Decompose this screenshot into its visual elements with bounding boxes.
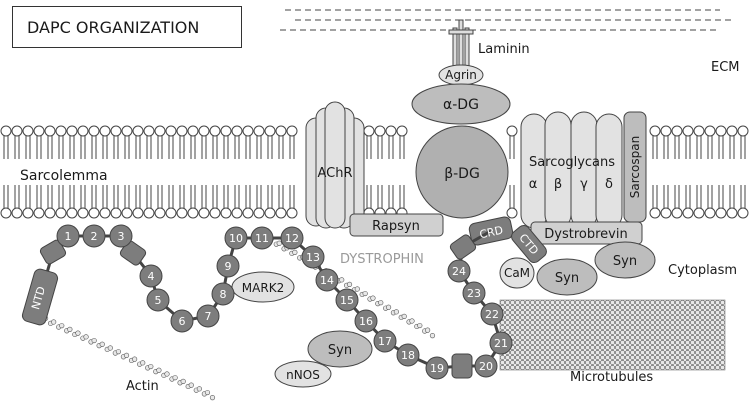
- laminin-stalk: [448, 19, 474, 67]
- spectrin-repeat-3: 3: [109, 224, 133, 248]
- microtubules: [499, 299, 726, 371]
- ntd-domain: [21, 268, 59, 326]
- sarcoglycans-label: Sarcoglycans: [529, 155, 615, 170]
- sg-beta-label: β: [554, 177, 562, 192]
- spectrin-repeat-17: 17: [373, 329, 397, 353]
- sarcolemma-label: Sarcolemma: [20, 168, 108, 184]
- spectrin-repeat-label: 24: [452, 265, 466, 278]
- cam: [499, 257, 535, 289]
- spectrin-repeat-label: 20: [479, 360, 493, 373]
- ecm-lines: [280, 9, 735, 31]
- spectrin-repeat-13: 13: [301, 245, 325, 269]
- spectrin-repeat-label: 3: [118, 230, 125, 243]
- spectrin-repeat-15: 15: [335, 288, 359, 312]
- spectrin-repeat-label: 11: [255, 232, 269, 245]
- agrin-label: Agrin: [445, 68, 477, 82]
- spectrin-repeat-18: 18: [396, 343, 420, 367]
- diagram-title: DAPC ORGANIZATION: [27, 17, 200, 37]
- spectrin-repeat-24: 24: [447, 259, 471, 283]
- ntd-label: NTD: [29, 285, 48, 311]
- spectrin-repeat-label: 8: [220, 288, 227, 301]
- syn-label-nnos: Syn: [328, 343, 352, 358]
- spectrin-repeat-label: 10: [229, 232, 243, 245]
- spectrin-repeat-2: 2: [82, 224, 106, 248]
- rapsyn-label: Rapsyn: [372, 219, 420, 234]
- cam-label: CaM: [504, 266, 530, 280]
- hinge-1: [39, 239, 67, 265]
- spectrin-repeat-8: 8: [211, 282, 235, 306]
- title-box: DAPC ORGANIZATION: [12, 6, 242, 48]
- spectrin-repeat-16: 16: [354, 309, 378, 333]
- spectrin-repeat-label: 7: [205, 310, 212, 323]
- spectrin-repeat-23: 23: [462, 281, 486, 305]
- spectrin-repeat-5: 5: [146, 288, 170, 312]
- spectrin-repeat-label: 4: [148, 270, 155, 283]
- actin-label: Actin: [126, 379, 159, 394]
- beta-dg: [415, 125, 509, 219]
- spectrin-repeat-9: 9: [216, 254, 240, 278]
- spectrin-repeat-22: 22: [480, 302, 504, 326]
- syn-label-dystrobrevin: Syn: [613, 254, 637, 269]
- spectrin-repeat-label: 16: [359, 315, 373, 328]
- spectrin-repeat-label: 15: [340, 294, 354, 307]
- sg-delta-label: δ: [605, 177, 613, 192]
- spectrin-repeat-label: 17: [378, 335, 392, 348]
- achr-label: AChR: [317, 166, 352, 181]
- syn-near-dystrobrevin: [594, 241, 656, 279]
- spectrin-repeat-14: 14: [315, 268, 339, 292]
- spectrin-repeat-label: 13: [306, 251, 320, 264]
- spectrin-repeat-label: 21: [494, 337, 508, 350]
- spectrin-repeat-21: 21: [489, 331, 513, 355]
- spectrin-repeat-label: 5: [155, 294, 162, 307]
- spectrin-repeat-10: 10: [224, 226, 248, 250]
- hinge-4: [451, 353, 473, 379]
- sg-alpha-label: α: [529, 177, 538, 192]
- ctd-domain: [511, 224, 547, 264]
- spectrin-repeat-label: 1: [65, 230, 72, 243]
- spectrin-repeat-11: 11: [250, 226, 274, 250]
- mark2-label: MARK2: [242, 281, 284, 295]
- alpha-dg-label: α-DG: [443, 97, 479, 113]
- spectrin-repeat-label: 18: [401, 349, 415, 362]
- spectrin-repeat-7: 7: [196, 304, 220, 328]
- nnos: [274, 360, 332, 388]
- syn-label-ctd: Syn: [555, 271, 579, 286]
- spectrin-repeat-12: 12: [280, 226, 304, 250]
- labels: Laminin Agrin ECM α-DG β-DG AChR Sarcole…: [20, 42, 740, 394]
- achr: [305, 101, 365, 229]
- crd-label: CRD: [478, 224, 504, 242]
- syn-near-nnos: [307, 330, 373, 368]
- spectrin-repeat-label: 19: [430, 362, 444, 375]
- spectrin-repeat-label: 23: [467, 287, 481, 300]
- spectrin-repeat-19: 19: [425, 356, 449, 380]
- beta-dg-label: β-DG: [444, 166, 480, 182]
- spectrin-repeat-6: 6: [170, 309, 194, 333]
- cytoplasm-label: Cytoplasm: [668, 263, 737, 278]
- spectrin-repeat-label: 2: [91, 230, 98, 243]
- sg-gamma-label: γ: [580, 177, 588, 192]
- spectrin-repeat-1: 1: [56, 224, 80, 248]
- syn-near-ctd: [536, 258, 598, 296]
- rapsyn: [349, 213, 444, 237]
- spectrin-repeat-20: 20: [474, 354, 498, 378]
- dystrophin-label: DYSTROPHIN: [340, 252, 424, 267]
- sarcospan-label: Sarcospan: [628, 136, 642, 198]
- spectrin-repeat-label: 22: [485, 308, 499, 321]
- spectrin-repeat-label: 14: [320, 274, 334, 287]
- spectrin-repeat-label: 6: [179, 315, 186, 328]
- dystrophin-blocks: [21, 234, 477, 379]
- dystrobrevin-label: Dystrobrevin: [544, 227, 627, 242]
- hinge-3: [449, 234, 477, 260]
- spectrin-repeat-label: 9: [225, 260, 232, 273]
- ecm-label: ECM: [711, 60, 740, 75]
- alpha-dg: [411, 83, 511, 125]
- spectrin-repeat-label: 12: [285, 232, 299, 245]
- sarcoglycans: [520, 111, 623, 229]
- nnos-label: nNOS: [286, 368, 320, 382]
- microtubules-label: Microtubules: [570, 370, 653, 385]
- laminin-label: Laminin: [478, 42, 530, 57]
- spectrin-repeat-4: 4: [139, 264, 163, 288]
